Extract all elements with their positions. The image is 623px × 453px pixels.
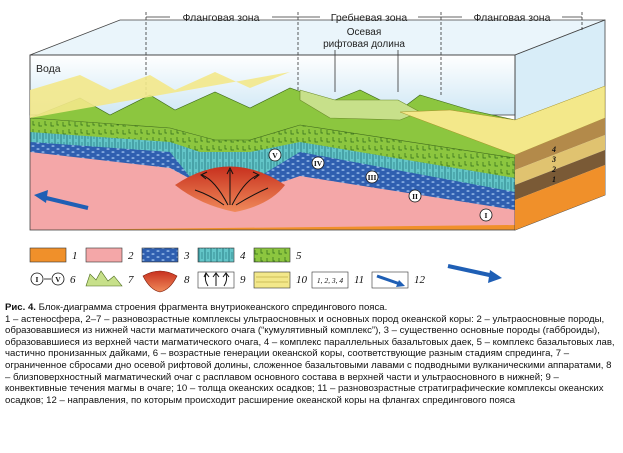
block-diagram: Вода Фланговая зона Гребневая зона Фланг…: [29, 12, 606, 293]
legend-item-6: I V 6: [30, 272, 76, 286]
ocean-floor-surface: [29, 72, 606, 230]
zone-label-crest: Гребневая зона: [331, 12, 408, 24]
rift-valley-pointer: [334, 50, 399, 92]
water-label: Вода: [36, 63, 61, 75]
svg-text:2: 2: [128, 250, 134, 262]
roman-marker-ii: II: [408, 189, 422, 203]
legend-item-3: 3: [141, 247, 190, 263]
legend-item-8: 8: [142, 270, 190, 293]
caption-body: 1 – астеносфера, 2–7 – разновозрастные к…: [5, 313, 615, 406]
svg-text:9: 9: [240, 274, 246, 286]
legend-item-2: 2: [85, 247, 134, 263]
svg-text:I: I: [36, 275, 39, 284]
zone-brackets: [145, 12, 583, 95]
svg-text:5: 5: [296, 250, 302, 262]
zone-label-right-flank: Фланговая зона: [474, 12, 551, 24]
svg-text:4: 4: [240, 250, 246, 262]
legend-item-4: 4: [197, 247, 246, 263]
legend: 1 2 3 4 5 I V 6 7: [29, 247, 426, 293]
svg-text:III: III: [368, 173, 377, 182]
legend-item-12: 12: [371, 271, 426, 289]
svg-text:V: V: [272, 151, 278, 160]
svg-text:3: 3: [183, 250, 190, 262]
svg-text:I: I: [485, 211, 488, 220]
roman-marker-iii: III: [365, 170, 379, 184]
svg-text:IV: IV: [314, 159, 323, 168]
svg-text:12: 12: [414, 274, 426, 286]
legend-item-5: 5: [253, 247, 302, 263]
caption-fig-label: Рис. 4.: [5, 302, 36, 313]
svg-text:1: 1: [72, 250, 78, 262]
rift-valley-label-line1: Осевая: [347, 27, 382, 38]
svg-text:11: 11: [354, 274, 364, 286]
svg-text:10: 10: [296, 274, 308, 286]
svg-text:V: V: [55, 275, 61, 284]
spreading-arrow-right: [447, 264, 502, 283]
zone-label-left-flank: Фланговая зона: [183, 12, 260, 24]
roman-marker-v: V: [268, 148, 282, 162]
svg-text:7: 7: [128, 274, 134, 286]
legend-item-9: 9: [197, 271, 246, 289]
svg-text:1, 2, 3, 4: 1, 2, 3, 4: [317, 276, 344, 285]
legend-item-1: 1: [29, 247, 78, 263]
block-front-face: [29, 54, 516, 231]
legend-item-7: 7: [85, 270, 134, 287]
convection-arrows: [194, 166, 269, 206]
roman-marker-iv: IV: [311, 156, 325, 170]
layer-number-3: 3: [551, 155, 556, 164]
caption-title: Блок-диаграмма строения фрагмента внутри…: [35, 302, 388, 313]
svg-text:6: 6: [70, 274, 76, 286]
figure-caption: Рис. 4. Блок-диаграмма строения фрагмент…: [5, 302, 617, 406]
roman-marker-i: I: [479, 208, 493, 222]
legend-item-11: 1, 2, 3, 4 11: [311, 271, 364, 289]
layer-number-4: 4: [551, 145, 556, 154]
caption-title-line: Рис. 4. Блок-диаграмма строения фрагмент…: [5, 302, 617, 314]
legend-item-10: 10: [253, 271, 308, 289]
layer-number-1: 1: [552, 175, 556, 184]
svg-text:II: II: [412, 192, 418, 201]
svg-text:8: 8: [184, 274, 190, 286]
rift-valley-label-line2: рифтовая долина: [323, 38, 405, 50]
spreading-arrow-left: [34, 190, 89, 210]
layer-number-2: 2: [551, 165, 556, 174]
